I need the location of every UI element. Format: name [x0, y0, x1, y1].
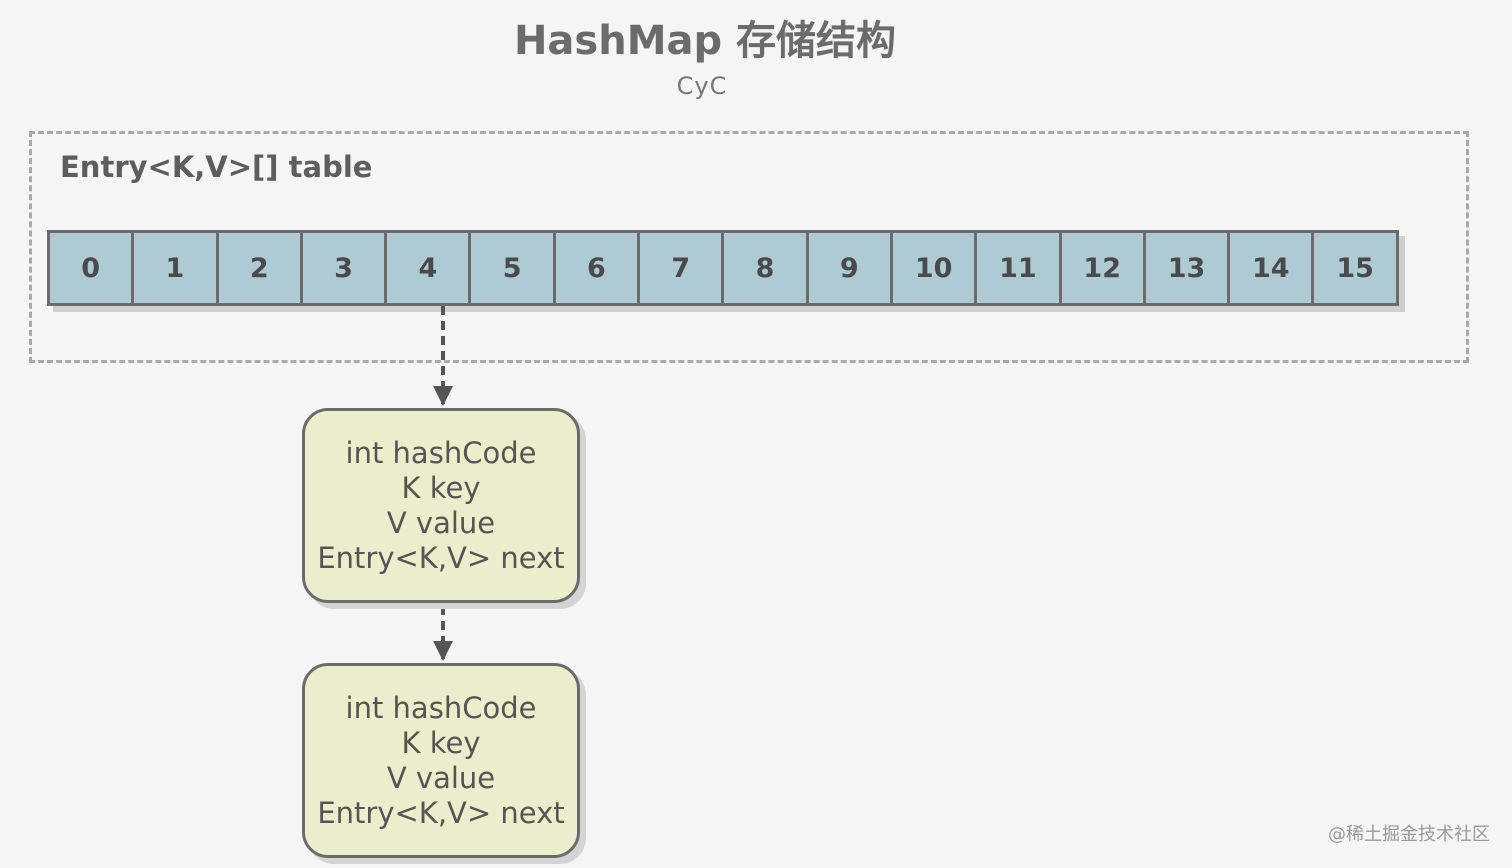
bucket-cell-13: 13 — [1142, 230, 1231, 306]
entry-field-value: V value — [386, 760, 496, 795]
bucket-cell-7: 7 — [637, 230, 725, 306]
entry-field-value: V value — [386, 505, 496, 540]
entry-field-hashcode: int hashCode — [345, 690, 537, 725]
bucket-cell-5: 5 — [468, 230, 556, 306]
table-frame — [29, 131, 1469, 363]
entry-node-1: int hashCode K key V value Entry<K,V> ne… — [302, 408, 580, 603]
watermark: @稀土掘金技术社区 — [1328, 824, 1490, 845]
diagram-subtitle: CyC — [676, 72, 728, 100]
bucket-cell-12: 12 — [1058, 230, 1146, 306]
entry-field-next: Entry<K,V> next — [317, 795, 565, 830]
entry-field-hashcode: int hashCode — [345, 435, 537, 470]
bucket-array: 0 1 2 3 4 5 6 7 8 9 10 11 12 13 14 15 — [47, 230, 1399, 306]
entry-node-2: int hashCode K key V value Entry<K,V> ne… — [302, 663, 580, 858]
bucket-cell-8: 8 — [721, 230, 809, 306]
entry-field-next: Entry<K,V> next — [317, 540, 565, 575]
bucket-cell-6: 6 — [552, 230, 641, 306]
diagram-title: HashMap 存储结构 — [513, 18, 897, 64]
bucket-cell-3: 3 — [299, 230, 388, 306]
table-label: Entry<K,V>[] table — [60, 150, 373, 184]
bucket-cell-2: 2 — [215, 230, 303, 306]
bucket-cell-1: 1 — [131, 230, 219, 306]
bucket-cell-11: 11 — [974, 230, 1062, 306]
bucket-cell-10: 10 — [889, 230, 978, 306]
entry-field-key: K key — [401, 470, 481, 505]
bucket-cell-15: 15 — [1311, 230, 1399, 306]
bucket-cell-9: 9 — [805, 230, 893, 306]
entry-field-key: K key — [401, 725, 481, 760]
